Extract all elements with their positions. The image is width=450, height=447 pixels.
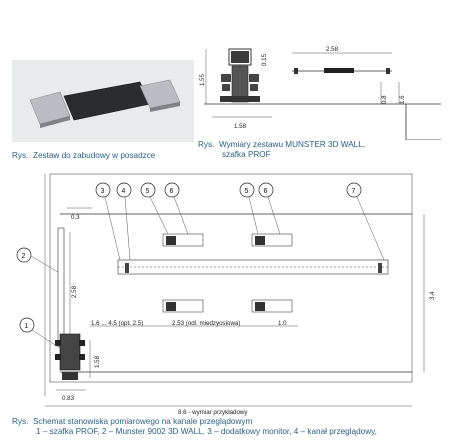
callout-2: 2 <box>16 247 59 273</box>
callout-6b: 6 <box>258 182 281 235</box>
svg-text:2: 2 <box>22 253 26 260</box>
callout-6a: 6 <box>164 182 189 235</box>
dim-d2: 0.8 <box>381 95 388 104</box>
svg-text:7: 7 <box>352 188 356 195</box>
dim-1-58: 1.58 <box>94 355 101 368</box>
dim-3-4: 3.4 <box>429 291 436 300</box>
svg-text:5: 5 <box>146 188 150 195</box>
recessed-kit-photo <box>12 60 194 142</box>
dim-width: 2.58 <box>326 46 339 53</box>
callout-1: 1 <box>19 317 61 349</box>
figure1-caption: Rys. Zestaw do zabudowy w posadzce <box>12 151 156 160</box>
dim-offset: 0.15 <box>261 53 268 66</box>
svg-text:6: 6 <box>170 188 174 195</box>
station-layout-drawing: 0.3 2.58 3.4 1.6 ... 4.5 (opt. 2.5) 2.53… <box>16 173 436 416</box>
recessed-kit-illustration <box>29 79 181 128</box>
svg-text:5: 5 <box>245 188 249 195</box>
svg-text:4: 4 <box>122 188 126 195</box>
figure2-caption: Rys. Wymiary zestawu MUNSTER 3D WALL, sz… <box>198 140 366 159</box>
svg-text:6: 6 <box>264 188 268 195</box>
dim-base: 1.58 <box>234 123 247 130</box>
dim-0-3: 0.3 <box>71 214 80 221</box>
dim-1-0: 1.0 <box>278 320 287 327</box>
callout-3: 3 <box>95 182 121 261</box>
svg-text:3: 3 <box>101 188 105 195</box>
callout-4: 4 <box>116 182 132 261</box>
callout-7: 7 <box>346 182 385 261</box>
dim-2-58: 2.58 <box>71 285 78 298</box>
figure3-caption: Rys. Schemat stanowiska pomiarowego na k… <box>12 417 377 436</box>
dim-1-6-4-5: 1.6 ... 4.5 (opt. 2.5) <box>91 320 143 327</box>
svg-text:1: 1 <box>25 323 29 330</box>
callout-5a: 5 <box>140 182 169 235</box>
dim-8-6: 8.6 - wymiar przykładowy <box>178 409 248 416</box>
callout-5b: 5 <box>239 182 259 235</box>
dim-2-53: 2.53 (odl. miedzyosiowa) <box>172 320 240 327</box>
dimension-drawing: 1.55 0.15 1.58 2.58 0.8 1.6 <box>199 46 441 140</box>
dim-height: 1.55 <box>199 73 206 86</box>
dim-0-83: 0.83 <box>62 395 75 402</box>
dim-d1: 1.6 <box>399 95 406 104</box>
